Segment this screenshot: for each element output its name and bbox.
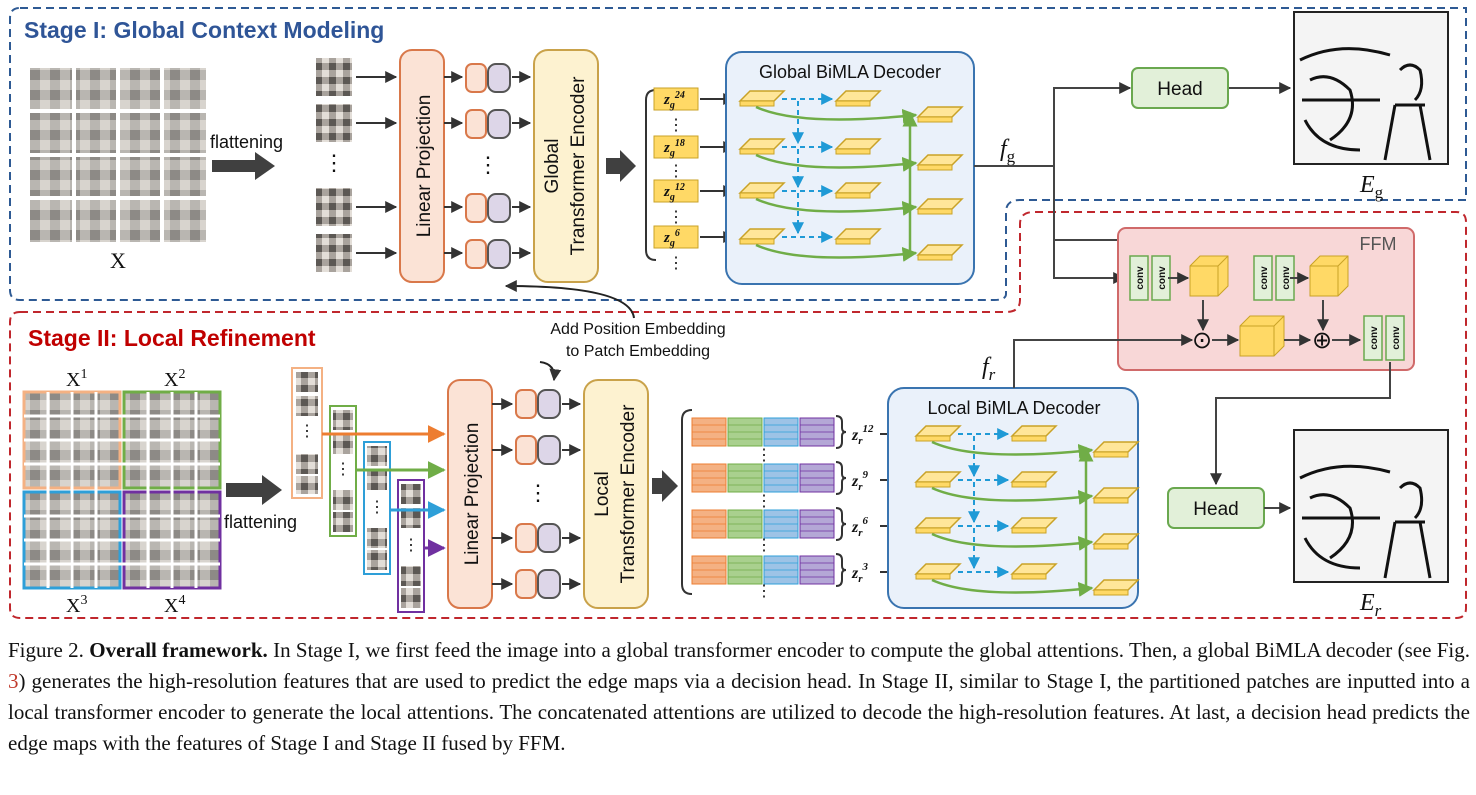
- framework-diagram: Stage I: Global Context Modeling Stage I…: [9, 7, 1467, 620]
- fg-label: fg: [1000, 136, 1016, 166]
- svg-text:⋮: ⋮: [756, 493, 772, 510]
- global-embedding-tokens: [465, 63, 511, 269]
- pos-embed-label-1: Add Position Embedding: [550, 321, 725, 338]
- quadrant-label-x2: X2: [164, 367, 185, 391]
- flattening-label-1: flattening: [210, 132, 283, 152]
- svg-text:zr6: zr6: [851, 515, 869, 539]
- input-label-x: X: [110, 248, 126, 273]
- svg-text:⋮: ⋮: [756, 583, 772, 600]
- quadrant-label-x1: X1: [66, 367, 87, 391]
- svg-text:⋮: ⋮: [668, 117, 684, 134]
- svg-text:⋮: ⋮: [668, 255, 684, 272]
- local-z-labels: zr12 zr9 zr6 zr3: [851, 423, 874, 585]
- svg-text:⋮: ⋮: [756, 537, 772, 554]
- figure-caption: Figure 2. Overall framework. In Stage I,…: [8, 635, 1470, 759]
- conv-block: [1129, 255, 1149, 301]
- odot-symbol: ⊙: [1192, 327, 1212, 354]
- svg-text:⋮: ⋮: [403, 537, 419, 554]
- local-linear-projection-label: Linear Projection: [462, 423, 483, 566]
- conv-label: conv: [1369, 326, 1380, 350]
- caption-fig-ref[interactable]: 3: [8, 669, 19, 693]
- global-head: [1131, 67, 1229, 109]
- local-encoder-label-2: Transformer Encoder: [618, 404, 639, 583]
- conv-block: [1385, 315, 1405, 361]
- local-embedding-tokens: [515, 389, 561, 599]
- svg-text:zr12: zr12: [851, 423, 874, 447]
- local-decoder-label: Local BiMLA Decoder: [927, 398, 1100, 418]
- svg-text:⋮: ⋮: [335, 461, 351, 478]
- conv-block: [1253, 255, 1273, 301]
- caption-text-2: ) generates the high-resolution features…: [8, 669, 1470, 755]
- flattening-arrow-1: [212, 152, 275, 180]
- local-transformer-encoder: [583, 379, 649, 609]
- local-concatenated-features: [691, 417, 835, 585]
- stage1-region: [9, 7, 1467, 301]
- token-dots-1: ⋮: [477, 152, 499, 177]
- local-head-label: Head: [1193, 499, 1238, 520]
- flattening-arrow-2: [226, 475, 282, 505]
- edge-map-eg: [1293, 11, 1449, 165]
- svg-text:⋮: ⋮: [756, 447, 772, 464]
- svg-text:zg24: zg24: [663, 90, 685, 111]
- local-encoder-label-1: Local: [592, 471, 613, 516]
- global-head-label: Head: [1157, 79, 1202, 100]
- quadrant-label-x3: X3: [66, 593, 87, 617]
- caption-prefix: Figure 2.: [8, 638, 90, 662]
- flattening-label-2: flattening: [224, 512, 297, 532]
- ffm-convs: conv conv conv conv conv conv: [1129, 255, 1405, 361]
- global-transformer-encoder: [533, 49, 599, 283]
- edge-map-er: [1293, 429, 1449, 583]
- quadrant-label-x4: X4: [164, 593, 185, 617]
- eg-label: Eg: [1359, 172, 1384, 202]
- er-label: Er: [1359, 590, 1382, 620]
- svg-text:zr3: zr3: [851, 561, 869, 585]
- conv-label: conv: [1259, 266, 1270, 290]
- svg-text:⋮: ⋮: [668, 209, 684, 226]
- svg-text:⋮: ⋮: [668, 163, 684, 180]
- global-linear-projection: [399, 49, 445, 283]
- conv-block: [1363, 315, 1383, 361]
- svg-text:zg18: zg18: [663, 138, 685, 159]
- input-image-x: [30, 68, 206, 242]
- token-dots-2: ⋮: [527, 480, 549, 505]
- global-encoder-label-1: Global: [542, 139, 563, 194]
- global-z-labels: zg24 zg18 zg12 zg6: [653, 87, 699, 249]
- global-decoder-label: Global BiMLA Decoder: [759, 62, 941, 82]
- svg-text:⋮: ⋮: [369, 499, 385, 516]
- global-linear-projection-label: Linear Projection: [414, 95, 435, 238]
- local-decoder-features: [914, 425, 1140, 597]
- svg-text:zr9: zr9: [851, 469, 869, 493]
- stage2-title: Stage II: Local Refinement: [28, 325, 316, 351]
- svg-text:zg6: zg6: [663, 228, 680, 249]
- conv-label: conv: [1281, 266, 1292, 290]
- conv-label: conv: [1157, 266, 1168, 290]
- ffm-label: FFM: [1360, 234, 1397, 254]
- conv-label: conv: [1391, 326, 1402, 350]
- global-decoder-features: [738, 90, 964, 262]
- oplus-symbol: ⊕: [1312, 327, 1332, 354]
- local-linear-projection: [447, 379, 493, 609]
- ffm-cubes: [1189, 255, 1349, 357]
- stage2-region: [9, 211, 1467, 619]
- fr-label: fr: [982, 354, 996, 384]
- stage1-title: Stage I: Global Context Modeling: [24, 17, 384, 43]
- global-encoder-label-2: Transformer Encoder: [568, 76, 589, 255]
- patch-dots-1: ⋮: [323, 150, 345, 175]
- local-patch-columns: [291, 367, 425, 613]
- caption-text-1: In Stage I, we first feed the image into…: [267, 638, 1470, 662]
- caption-bold: Overall framework.: [89, 638, 268, 662]
- local-encoder-output-arrow: [652, 470, 678, 502]
- svg-text:⋮: ⋮: [299, 423, 315, 440]
- pos-embed-label-2: to Patch Embedding: [566, 343, 710, 360]
- global-patch-column: [316, 58, 352, 272]
- svg-text:zg12: zg12: [663, 182, 685, 203]
- global-encoder-output-arrow: [606, 150, 636, 182]
- conv-label: conv: [1135, 266, 1146, 290]
